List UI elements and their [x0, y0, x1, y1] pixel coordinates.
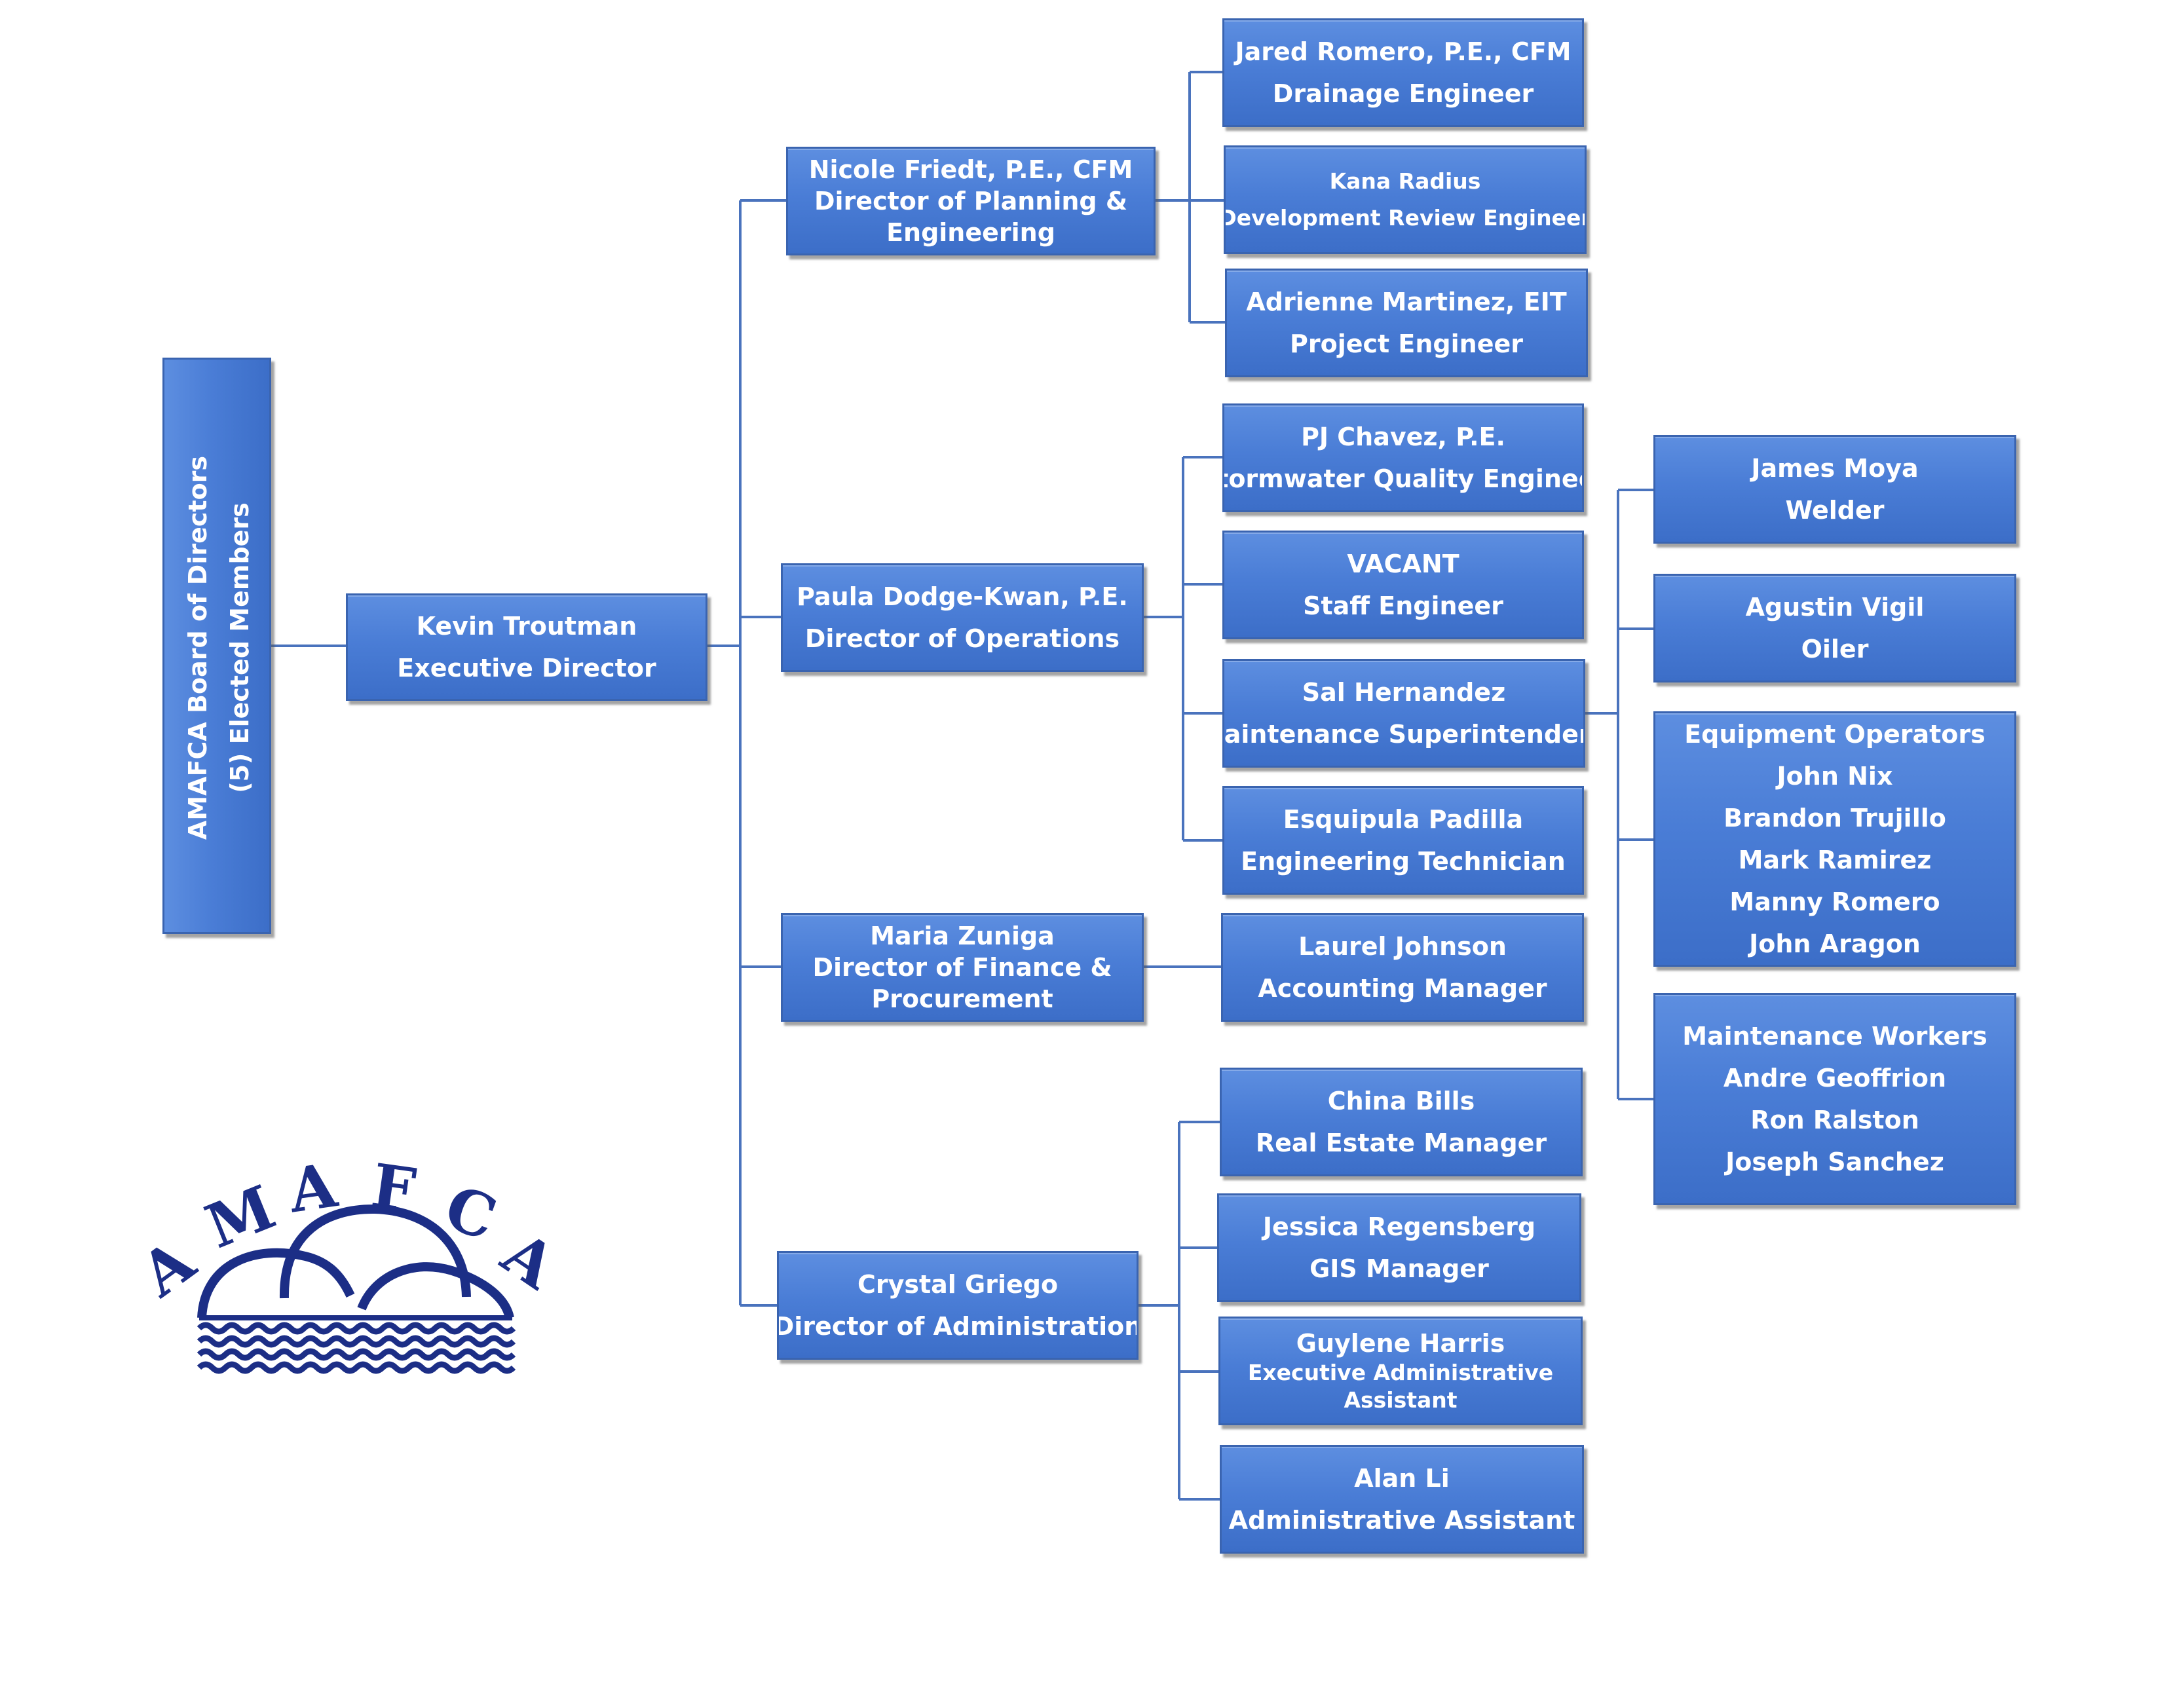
amafca-logo: A M A F C A [128, 1146, 576, 1382]
staff-drainage-engineer-box: Jared Romero, P.E., CFM Drainage Enginee… [1222, 18, 1584, 127]
node-title: Maintenance Superintendent [1224, 720, 1583, 749]
board-line-1: AMAFCA Board of Directors [183, 455, 212, 840]
maintenance-workers-box: Maintenance Workers Andre Geoffrion Ron … [1653, 993, 2016, 1205]
node-name: Paula Dodge-Kwan, P.E. [797, 582, 1128, 611]
director-planning-box: Nicole Friedt, P.E., CFM Director of Pla… [786, 147, 1156, 255]
board-label: AMAFCA Board of Directors (5) Elected Me… [177, 360, 261, 932]
node-name: Esquipula Padilla [1283, 805, 1524, 834]
node-name: James Moya [1751, 454, 1919, 483]
staff-executive-administrative-assistant-box: Guylene Harris Executive Administrative … [1218, 1317, 1583, 1425]
staff-accounting-manager-box: Laurel Johnson Accounting Manager [1221, 913, 1584, 1022]
equipment-operators-box: Equipment Operators John Nix Brandon Tru… [1653, 711, 2016, 967]
node-title: Director of Operations [804, 624, 1120, 653]
node-name: Jessica Regensberg [1262, 1212, 1536, 1241]
staff-real-estate-manager-box: China Bills Real Estate Manager [1220, 1068, 1583, 1176]
group-member: John Nix [1777, 762, 1893, 791]
node-name: Jared Romero, P.E., CFM [1235, 37, 1572, 66]
group-heading: Maintenance Workers [1682, 1022, 1987, 1051]
node-title-line-1: Director of Finance & [812, 953, 1112, 982]
node-name: Adrienne Martinez, EIT [1246, 288, 1567, 316]
node-name: Guylene Harris [1296, 1329, 1505, 1358]
executive-director-box: Kevin Troutman Executive Director [346, 593, 707, 701]
staff-oiler-box: Agustin Vigil Oiler [1653, 574, 2016, 682]
director-administration-box: Crystal Griego Director of Administratio… [777, 1251, 1139, 1360]
node-title: Stormwater Quality Engineer [1224, 464, 1582, 493]
staff-engineering-technician-box: Esquipula Padilla Engineering Technician [1222, 786, 1584, 895]
staff-development-review-engineer-box: Kana Radius Development Review Engineer [1224, 145, 1587, 254]
board-of-directors-box: AMAFCA Board of Directors (5) Elected Me… [162, 358, 271, 934]
node-title-line-2: Procurement [871, 984, 1053, 1013]
node-title: Welder [1785, 496, 1885, 525]
staff-maintenance-superintendent-box: Sal Hernandez Maintenance Superintendent [1222, 659, 1585, 768]
director-finance-box: Maria Zuniga Director of Finance & Procu… [781, 913, 1144, 1022]
node-title: Engineering Technician [1241, 847, 1566, 876]
node-title-line-2: Engineering [886, 218, 1055, 247]
node-name: Kana Radius [1329, 168, 1481, 194]
node-title: Executive Director [397, 654, 656, 682]
staff-gis-manager-box: Jessica Regensberg GIS Manager [1217, 1193, 1581, 1302]
group-member: Brandon Trujillo [1723, 804, 1946, 832]
node-name: Laurel Johnson [1298, 932, 1507, 961]
director-operations-box: Paula Dodge-Kwan, P.E. Director of Opera… [781, 563, 1144, 672]
node-title-line-1: Executive Administrative [1247, 1360, 1554, 1385]
node-name: China Bills [1327, 1087, 1475, 1115]
node-title: Accounting Manager [1258, 974, 1547, 1003]
node-title: Oiler [1801, 635, 1869, 663]
node-name: Nicole Friedt, P.E., CFM [808, 155, 1133, 184]
logo-arches-and-waves-icon [197, 1204, 516, 1374]
node-title: Staff Engineer [1303, 591, 1503, 620]
staff-welder-box: James Moya Welder [1653, 435, 2016, 544]
board-line-2: (5) Elected Members [225, 502, 254, 793]
node-title-line-2: Assistant [1344, 1387, 1458, 1413]
node-title: Project Engineer [1290, 329, 1523, 358]
node-name: Kevin Troutman [416, 612, 637, 641]
group-member: John Aragon [1749, 929, 1921, 958]
node-title: Development Review Engineer [1224, 205, 1587, 231]
node-name: VACANT [1347, 550, 1459, 578]
staff-project-engineer-box: Adrienne Martinez, EIT Project Engineer [1225, 269, 1588, 377]
group-heading: Equipment Operators [1684, 720, 1986, 749]
node-name: PJ Chavez, P.E. [1301, 422, 1505, 451]
node-title: Drainage Engineer [1272, 79, 1534, 108]
staff-stormwater-quality-engineer-box: PJ Chavez, P.E. Stormwater Quality Engin… [1222, 403, 1584, 512]
node-title: Director of Administration [777, 1312, 1139, 1341]
node-name: Maria Zuniga [870, 922, 1055, 950]
group-member: Ron Ralston [1750, 1106, 1919, 1134]
group-member: Andre Geoffrion [1723, 1064, 1947, 1093]
group-member: Manny Romero [1729, 888, 1940, 916]
staff-administrative-assistant-box: Alan Li Administrative Assistant [1220, 1445, 1584, 1554]
node-name: Agustin Vigil [1745, 593, 1925, 622]
node-name: Crystal Griego [857, 1270, 1059, 1299]
group-member: Joseph Sanchez [1725, 1148, 1944, 1176]
group-member: Mark Ramirez [1738, 846, 1932, 874]
node-title: Administrative Assistant [1228, 1506, 1575, 1535]
staff-staff-engineer-box: VACANT Staff Engineer [1222, 531, 1584, 639]
node-title: GIS Manager [1309, 1254, 1489, 1283]
node-title: Real Estate Manager [1255, 1129, 1547, 1157]
node-name: Alan Li [1354, 1464, 1450, 1493]
node-name: Sal Hernandez [1302, 678, 1506, 707]
node-title-line-1: Director of Planning & [814, 187, 1127, 215]
